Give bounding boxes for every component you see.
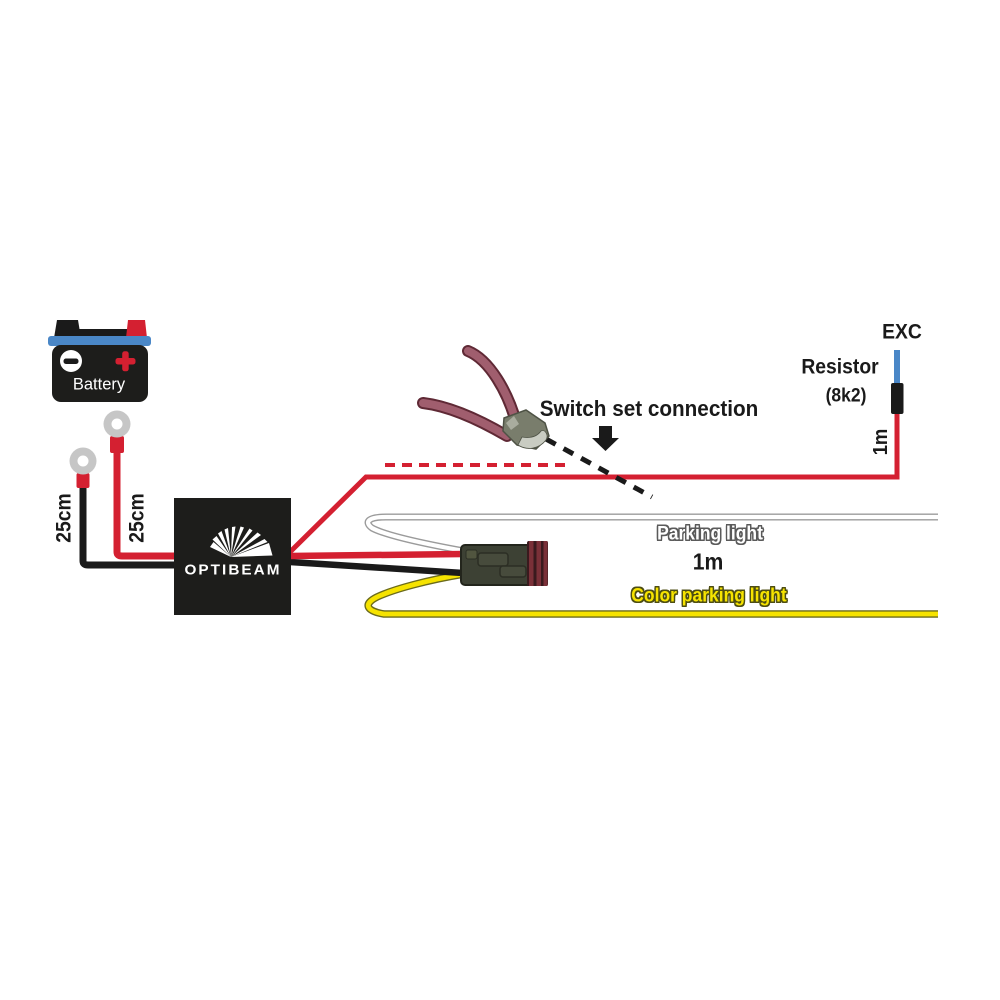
connector-wire-black bbox=[289, 558, 464, 577]
resistor-value-label: (8k2) bbox=[825, 385, 867, 407]
positive-length-label: 25cm bbox=[125, 493, 149, 543]
parking-length-label: 1m bbox=[692, 548, 724, 575]
switch-resistor-wire-red bbox=[288, 414, 900, 554]
switch-set-connection-label: Switch set connection bbox=[539, 395, 759, 421]
battery-wire-negative-black bbox=[79, 485, 177, 569]
cut-mark-dashed-line bbox=[544, 436, 654, 500]
color-parking-light-label: Color parking light bbox=[631, 585, 787, 607]
connector-icon bbox=[460, 541, 548, 586]
plus-terminal-icon bbox=[115, 351, 136, 372]
resistor-label: Resistor bbox=[801, 355, 879, 379]
arrow-down-icon bbox=[592, 426, 619, 451]
battery-wire-positive-red bbox=[113, 449, 177, 560]
ring-terminal-positive-icon bbox=[103, 410, 131, 453]
optibeam-logo-icon bbox=[210, 526, 273, 557]
brand-label: OPTIBEAM bbox=[184, 561, 282, 579]
parking-wire bbox=[364, 513, 938, 555]
pliers-icon bbox=[417, 345, 550, 450]
connector-wire-red bbox=[289, 550, 464, 560]
exc-label: EXC bbox=[882, 320, 922, 344]
negative-length-label: 25cm bbox=[52, 493, 76, 543]
ring-terminal-negative-icon bbox=[69, 447, 97, 488]
parking-light-label: Parking light bbox=[657, 523, 763, 545]
color-parking-wire bbox=[364, 570, 938, 618]
resistor-body bbox=[891, 383, 904, 414]
control-box bbox=[174, 498, 291, 615]
resistor-length-label: 1m bbox=[870, 428, 892, 456]
battery-icon bbox=[48, 320, 151, 402]
minus-terminal-icon bbox=[60, 350, 82, 372]
battery-label: Battery bbox=[72, 374, 126, 394]
